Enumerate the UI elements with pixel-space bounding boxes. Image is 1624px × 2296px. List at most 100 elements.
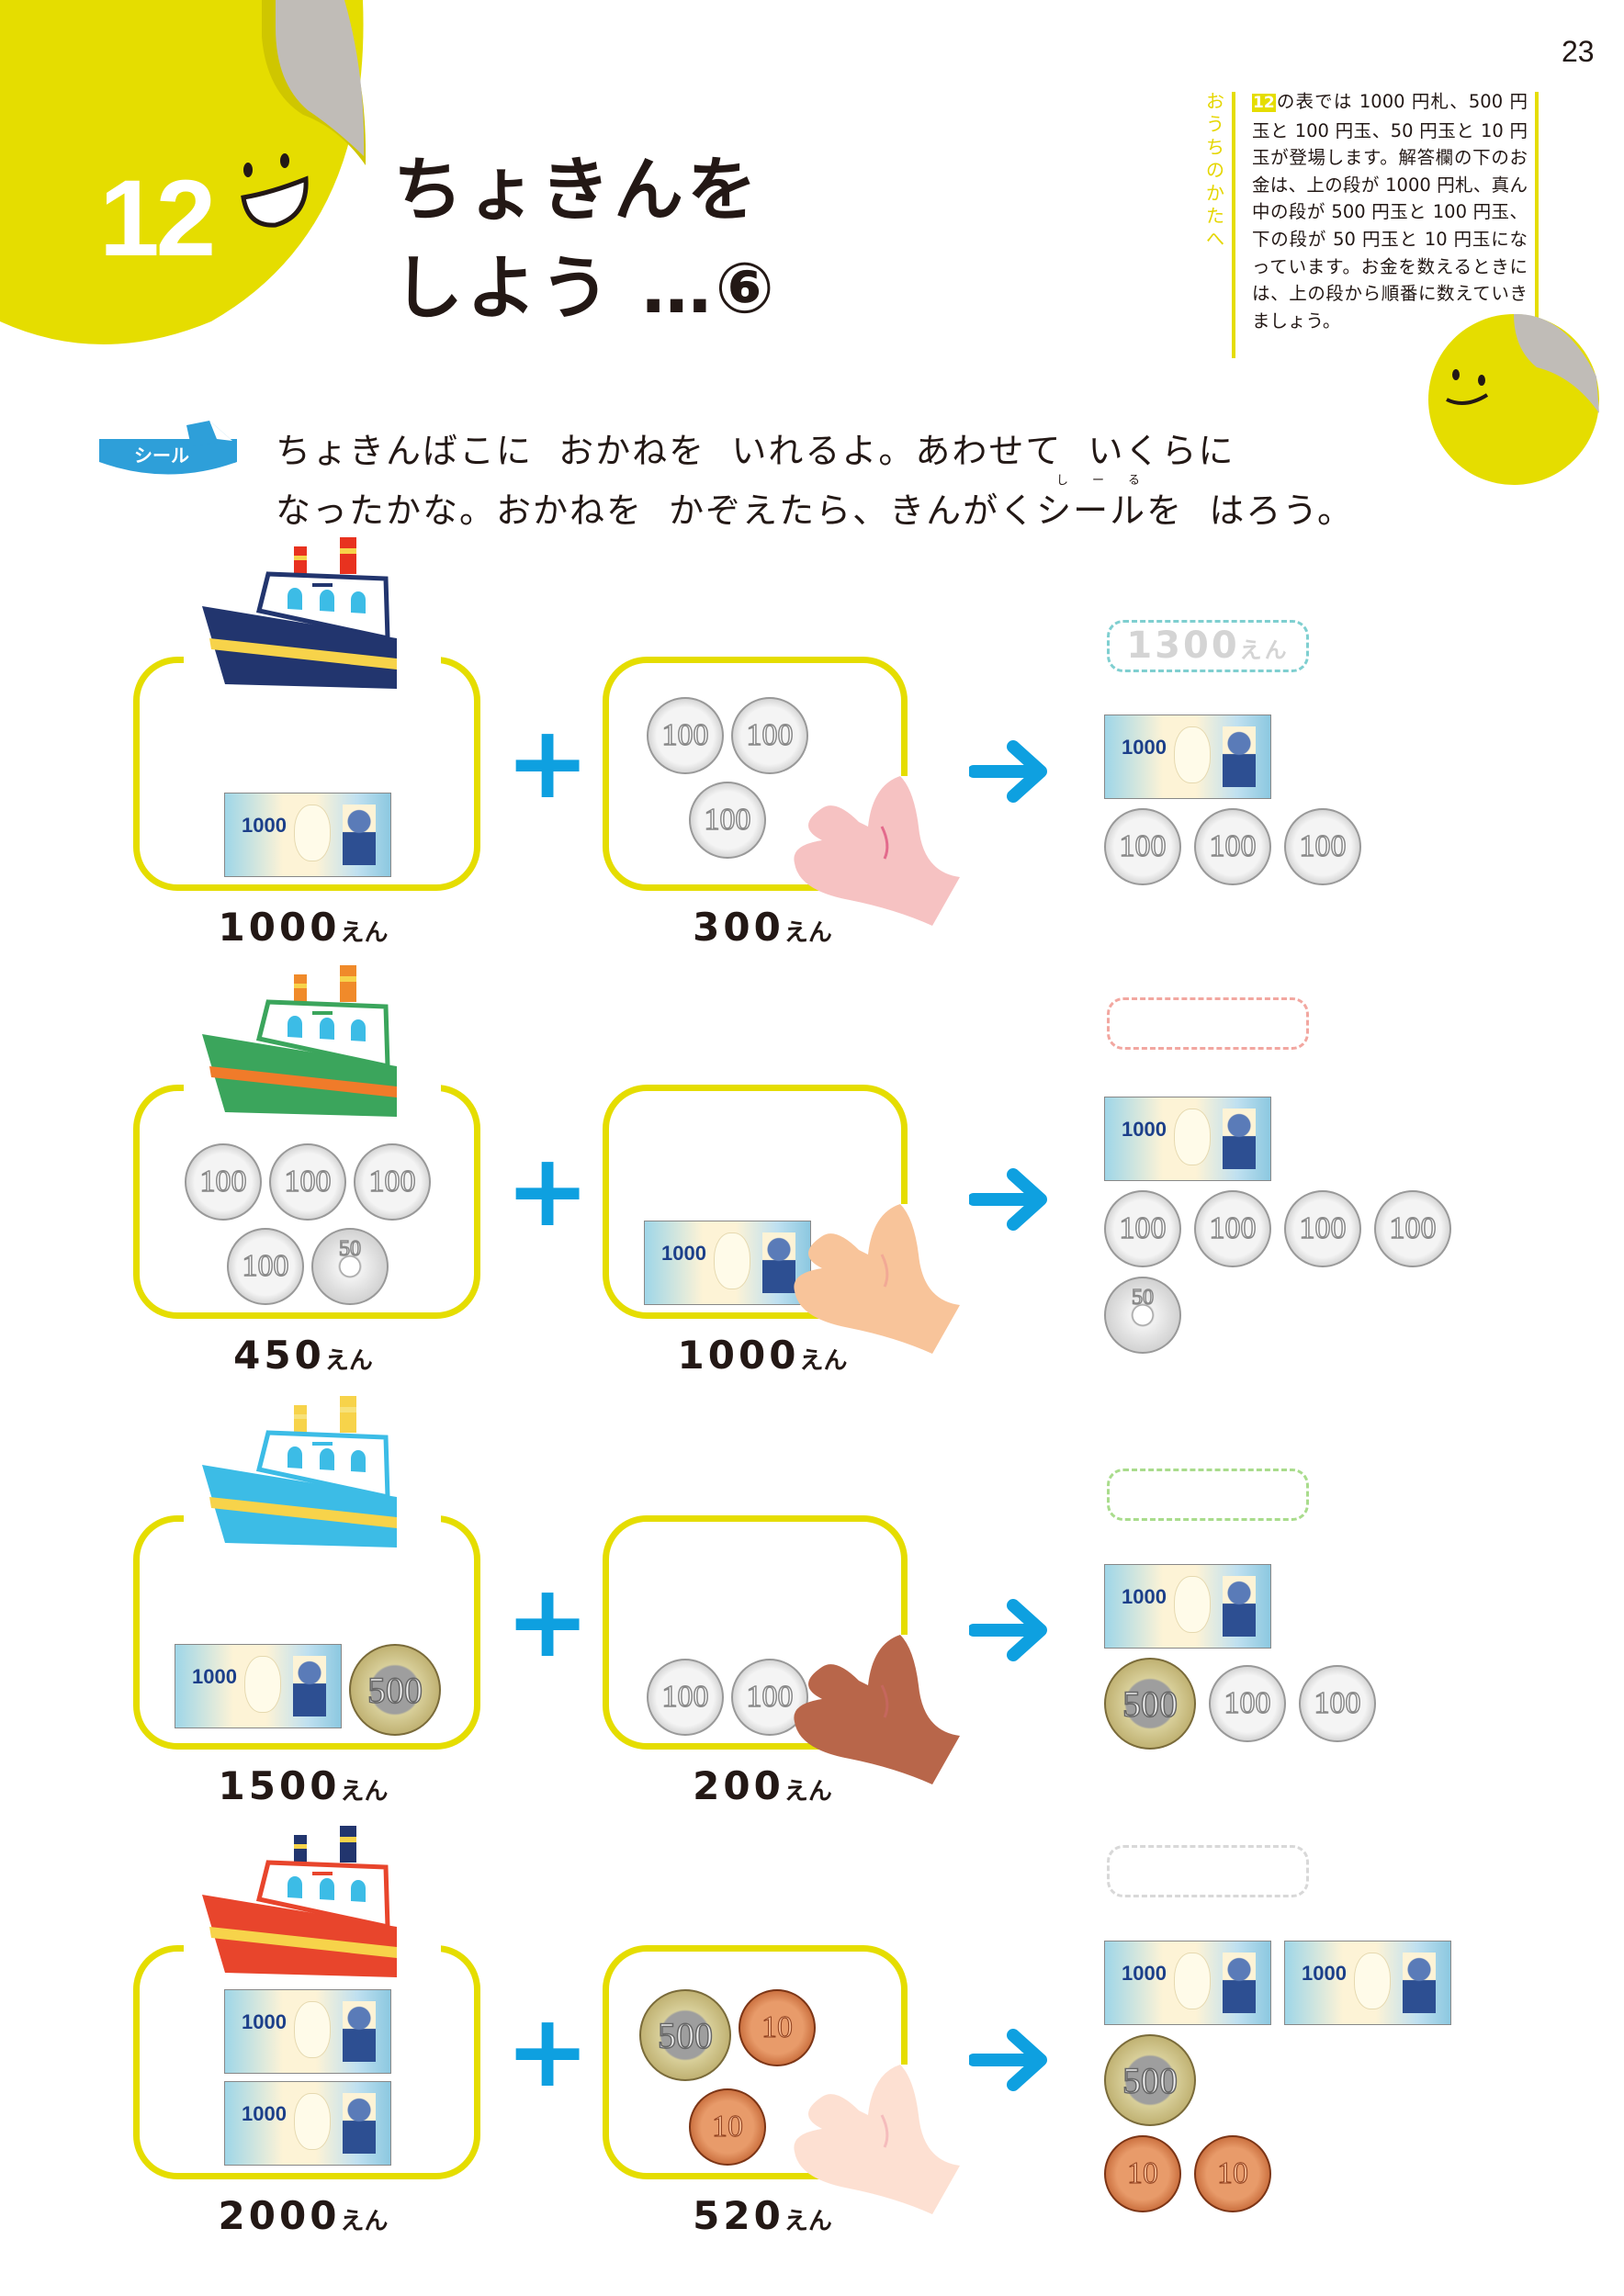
answer-money-row: 1000 1000 [1104,1941,1451,2025]
coin-100-yen: 100 [731,697,808,774]
page-title-line2: しよう …⑥ [393,247,778,329]
arrow-right-icon [969,740,1047,803]
lesson-number: 12 [99,158,216,279]
note-divider-left [1232,92,1235,358]
parent-note-label: おうちのかたへ [1206,90,1224,250]
left-amount-label: 2000えん [218,2193,389,2238]
right-amount-label: 300えん [693,905,832,950]
coin-100-yen: 100 [1299,1665,1376,1742]
bill-watermark [244,1656,281,1713]
yellow-blob-decoration [0,0,367,344]
coin-100-yen: 100 [647,697,724,774]
hand-icon [794,1204,960,1354]
left-amount-label: 1000えん [218,905,389,950]
answer-money-row: 1000 [1104,715,1361,799]
coin-500-yen: 500 [1104,1658,1196,1750]
coin-100-yen: 100 [185,1143,262,1221]
coin-100-yen: 100 [1194,1190,1271,1267]
coin-100-yen: 100 [1104,1190,1181,1267]
coin-10-yen: 10 [689,2088,766,2166]
bill-watermark [294,2001,331,2058]
bill-portrait [1223,1109,1256,1169]
answer-sticker-slot[interactable] [1107,997,1309,1050]
coin-500-yen: 500 [1104,2034,1196,2126]
bill-watermark [1354,1953,1391,2009]
note-text: の表では 1000 円札、500 円玉と 100 円玉、50 円玉と 10 円玉… [1252,91,1528,332]
hand-icon [794,1635,960,1784]
coin-100-yen: 100 [1374,1190,1451,1267]
coin-500-yen: 500 [349,1644,441,1736]
coin-100-yen: 100 [689,782,766,859]
bill-1000-yen: 1000 [1284,1941,1451,2025]
coin-100-yen: 100 [269,1143,346,1221]
bill-watermark [294,805,331,861]
bill-value: 1000 [1122,1118,1167,1141]
coin-100-yen: 100 [1209,1665,1286,1742]
bill-portrait [1223,726,1256,787]
bill-watermark [1174,726,1211,783]
bill-value: 1000 [1122,1962,1167,1985]
page-title-line1: ちょきんを [393,149,761,231]
coin-100-yen: 100 [1104,808,1181,885]
bill-1000-yen: 1000 [224,2081,391,2166]
bill-value: 1000 [1122,1585,1167,1608]
page-number: 23 [1562,35,1595,68]
answer-money-row: 1000 [1104,1564,1376,1649]
added-money-box [603,1515,908,1750]
left-amount-label: 1500えん [218,1763,389,1808]
ship-icon [202,1396,397,1548]
answer-money-row: 500 [1104,2034,1451,2126]
ship-icon [202,1826,397,1977]
coin-100-yen: 100 [1284,1190,1361,1267]
bill-1000-yen: 1000 [1104,715,1271,799]
coin-100-yen: 100 [1194,808,1271,885]
coin-100-yen: 100 [1284,808,1361,885]
plus-icon: + [505,1131,591,1249]
added-money-box [603,657,908,891]
coin-10-yen: 10 [739,1989,816,2066]
bill-value: 1000 [661,1242,706,1265]
instruction-line2: なったかな。おかねを かぞえたら、きんがくシールを はろう。 [276,490,1355,531]
sticker-badge-label: シール [134,445,189,467]
answer-money-row: 1000 [1104,1097,1451,1181]
added-money-box [603,1945,908,2179]
arrow-right-icon [969,1599,1047,1661]
sticker-badge: シール [99,421,237,476]
coin-50-yen: 50 [1104,1277,1181,1354]
bill-watermark [1174,1576,1211,1633]
right-box-contents: 1000 [617,1121,838,1305]
bill-portrait [343,805,376,865]
bill-watermark [1174,1953,1211,2009]
arrow-right-icon [969,1168,1047,1231]
sticker-badge-shape-icon [99,421,237,475]
ship-icon [202,965,397,1117]
bill-1000-yen: 1000 [644,1221,811,1305]
right-amount-label: 1000えん [677,1333,848,1378]
ship-icon [202,537,397,689]
bill-value: 1000 [242,2102,287,2125]
bill-watermark [294,2093,331,2150]
bill-watermark [1174,1109,1211,1165]
answer-sticker-slot[interactable] [1107,1469,1309,1521]
smiley-face-icon [241,153,309,228]
left-box-contents: 1000 [152,712,464,877]
coin-100-yen: 100 [227,1228,304,1305]
bill-value: 1000 [242,2010,287,2033]
bill-1000-yen: 1000 [175,1644,342,1728]
coin-10-yen: 10 [1104,2135,1181,2212]
answer-sticker-slot[interactable] [1107,1845,1309,1897]
plus-icon: + [505,703,591,821]
bill-portrait [1403,1953,1436,2013]
answer-sticker-slot[interactable]: 1300えん [1107,620,1309,672]
coin-10-yen: 10 [1194,2135,1271,2212]
